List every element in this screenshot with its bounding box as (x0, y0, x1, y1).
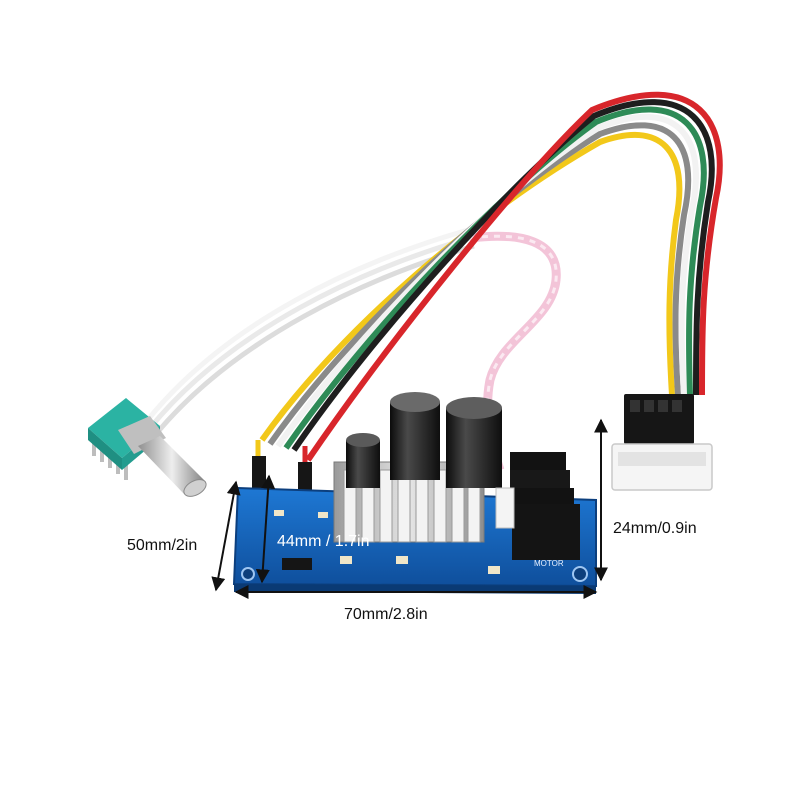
mosfets (495, 452, 580, 560)
connector-white-plug (611, 443, 713, 491)
potentiometer-shaft (138, 436, 206, 494)
height-dimension-label: 50mm/2in (127, 537, 198, 554)
ic-chip (282, 558, 312, 570)
width-dimension-label: 70mm/2.8in (344, 606, 428, 623)
dimension-arrows (211, 418, 608, 599)
wire-bundle (259, 91, 723, 462)
pcb-silkscreen-label: MOTOR (534, 559, 564, 568)
connector-housing (611, 394, 713, 491)
mounting-hole (572, 566, 588, 582)
capacitors (346, 392, 502, 488)
height-arrow (211, 480, 241, 592)
connector-height-dimension-label: 24mm/0.9in (613, 520, 697, 537)
motor-terminal (495, 487, 515, 529)
depth-arrow (255, 474, 276, 584)
depth-dimension-label: 44mm / 1.7in (277, 533, 370, 550)
potentiometer (88, 398, 207, 497)
